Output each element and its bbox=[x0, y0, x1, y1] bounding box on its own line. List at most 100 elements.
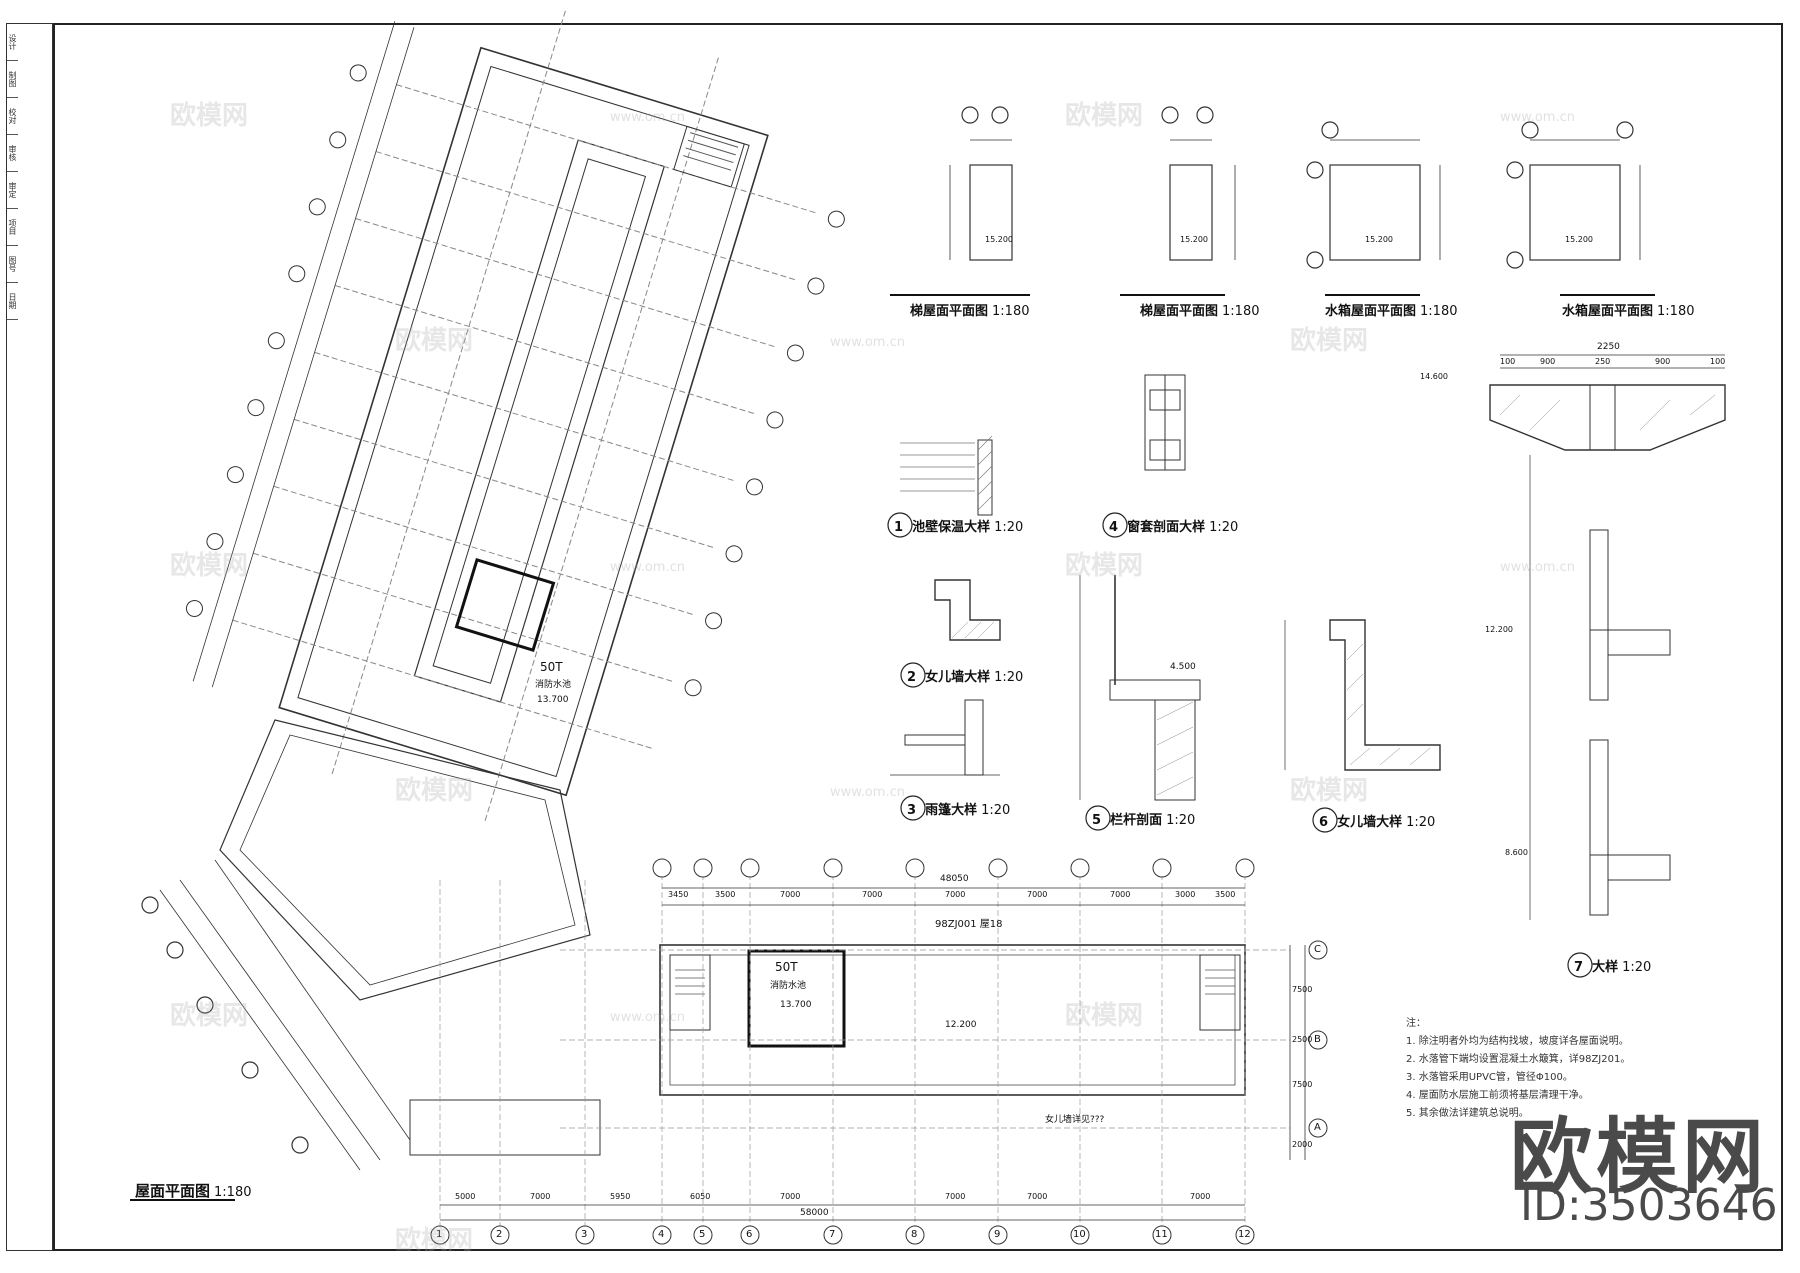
watermark: 欧模网 bbox=[170, 551, 249, 581]
dim-detail7-top: 2250 bbox=[1597, 342, 1620, 352]
watermark: 欧模网 bbox=[395, 326, 474, 356]
detail-5-drawing bbox=[1079, 575, 1201, 801]
dim-value: 2000 bbox=[1292, 1140, 1313, 1149]
dim-value: 7000 bbox=[862, 890, 883, 899]
axis-label: 2 bbox=[496, 1229, 503, 1240]
detail-scale: 1:20 bbox=[1406, 815, 1436, 830]
dim-value: 7500 bbox=[1292, 1080, 1313, 1089]
drawing-frame bbox=[53, 23, 1783, 1251]
watermark-url: www.om.cn bbox=[1500, 560, 1575, 575]
dim-value: 7000 bbox=[945, 1192, 966, 1201]
tank-elev-lower: 13.700 bbox=[780, 1000, 812, 1010]
parapet-note: 女儿墙详见??? bbox=[1045, 1115, 1105, 1125]
watermark: 欧模网 bbox=[1065, 101, 1144, 131]
notes-line: 1. 除注明者外均为结构找坡，坡度详各屋面说明。 bbox=[1406, 1036, 1629, 1047]
dim-overall-bottom: 58000 bbox=[800, 1208, 829, 1218]
dim-value: 7000 bbox=[1190, 1192, 1211, 1201]
tank-label-upper: 50T bbox=[540, 660, 563, 674]
title-cell: 图号 bbox=[7, 246, 18, 283]
detail-1-drawing bbox=[900, 435, 993, 516]
brand-logo-text: 欧模网 bbox=[1510, 1110, 1769, 1205]
title-scale: 1:180 bbox=[1420, 304, 1458, 319]
dim-value: 7000 bbox=[780, 1192, 801, 1201]
title-text: 水箱屋面平面图 bbox=[1562, 304, 1654, 319]
rotated-roof-plan bbox=[185, 10, 845, 823]
title-text: 梯屋面平面图 bbox=[1140, 304, 1219, 319]
detail-title: 雨篷大样 bbox=[925, 803, 978, 818]
general-notes: 注： 1. 除注明者外均为结构找坡，坡度详各屋面说明。 2. 水落管下端均设置混… bbox=[1406, 1015, 1686, 1123]
title-scale: 1:180 bbox=[992, 304, 1030, 319]
detail-title: 窗套剖面大样 bbox=[1127, 520, 1206, 535]
dim-value: 7000 bbox=[1110, 890, 1131, 899]
notes-line: 3. 水落管采用UPVC管，管径Φ100。 bbox=[1406, 1072, 1573, 1083]
tank-sub-label-upper: 消防水池 bbox=[535, 680, 572, 690]
detail-title: 栏杆剖面 bbox=[1110, 813, 1163, 828]
detail7-elev-low: 8.600 bbox=[1505, 848, 1528, 857]
detail7-elev-top: 14.600 bbox=[1420, 372, 1448, 381]
watermark: 欧模网 bbox=[395, 776, 474, 806]
tank-roof-elev-2: 15.200 bbox=[1565, 235, 1593, 244]
watermark: 欧模网 bbox=[1290, 776, 1369, 806]
watermark-url: www.om.cn bbox=[610, 560, 685, 575]
dim-value: 5950 bbox=[610, 1192, 631, 1201]
detail-scale: 1:20 bbox=[1166, 813, 1196, 828]
detail-number: 1 bbox=[894, 520, 904, 535]
axis-label: 5 bbox=[699, 1229, 706, 1240]
dim-value: 3450 bbox=[668, 890, 689, 899]
title-block: 设计 制图 校对 审核 审定 项目 图号 日期 bbox=[6, 23, 53, 1251]
dim-value: 900 bbox=[1655, 357, 1671, 366]
detail-title: 女儿墙大样 bbox=[925, 670, 991, 685]
detail-number: 7 bbox=[1574, 960, 1584, 975]
detail-title: 池壁保温大样 bbox=[912, 520, 991, 535]
tank-sub-label-lower: 消防水池 bbox=[770, 981, 807, 991]
dim-value: 7000 bbox=[780, 890, 801, 899]
title-text: 屋面平面图 bbox=[135, 1182, 211, 1200]
detail-number: 3 bbox=[907, 803, 917, 818]
parapet-line bbox=[297, 65, 750, 778]
dim-value: 3500 bbox=[1215, 890, 1236, 899]
axis-label: C bbox=[1314, 944, 1321, 955]
title-cell: 制图 bbox=[7, 61, 18, 98]
watermark-url: www.om.cn bbox=[1500, 110, 1575, 125]
grid-lines bbox=[232, 10, 818, 823]
detail7-elev-mid: 12.200 bbox=[1485, 625, 1513, 634]
detail-circles bbox=[887, 512, 1593, 978]
angled-wing bbox=[141, 719, 591, 1171]
notes-line: 5. 其余做法详建筑总说明。 bbox=[1406, 1108, 1529, 1119]
std-ref-label: 98ZJ001 屋18 bbox=[935, 919, 1003, 930]
title-scale: 1:180 bbox=[214, 1185, 252, 1200]
notes-line: 4. 屋面防水层施工前须将基层清理干净。 bbox=[1406, 1090, 1589, 1101]
detail-7-drawing bbox=[1489, 354, 1726, 920]
title-scale: 1:180 bbox=[1222, 304, 1260, 319]
dim-value: 2500 bbox=[1292, 1035, 1313, 1044]
axis-label: 9 bbox=[994, 1229, 1001, 1240]
title-cell: 项目 bbox=[7, 209, 18, 246]
detail-title: 大样 bbox=[1592, 960, 1619, 975]
tank-roof-elev-1: 15.200 bbox=[1365, 235, 1393, 244]
detail-scale: 1:20 bbox=[1622, 960, 1652, 975]
tank-box-lower bbox=[747, 949, 846, 1048]
axis-bubbles bbox=[185, 64, 845, 697]
railing-elev: 4.500 bbox=[1170, 662, 1196, 672]
axis-label: 7 bbox=[829, 1229, 836, 1240]
detail-scale: 1:20 bbox=[1209, 520, 1239, 535]
detail-number: 2 bbox=[907, 670, 917, 685]
title-text: 水箱屋面平面图 bbox=[1325, 304, 1417, 319]
watermark: 欧模网 bbox=[1065, 551, 1144, 581]
stair-block bbox=[673, 125, 745, 188]
stair-left bbox=[669, 954, 711, 1031]
detail-scale: 1:20 bbox=[994, 520, 1024, 535]
watermark: 欧模网 bbox=[395, 1226, 474, 1256]
axis-label: A bbox=[1314, 1122, 1321, 1133]
dim-value: 7000 bbox=[1027, 890, 1048, 899]
detail-2-drawing bbox=[934, 579, 1001, 641]
stair-roof-elev-1: 15.200 bbox=[985, 235, 1013, 244]
axis-label: 8 bbox=[911, 1229, 918, 1240]
dim-value: 250 bbox=[1595, 357, 1611, 366]
